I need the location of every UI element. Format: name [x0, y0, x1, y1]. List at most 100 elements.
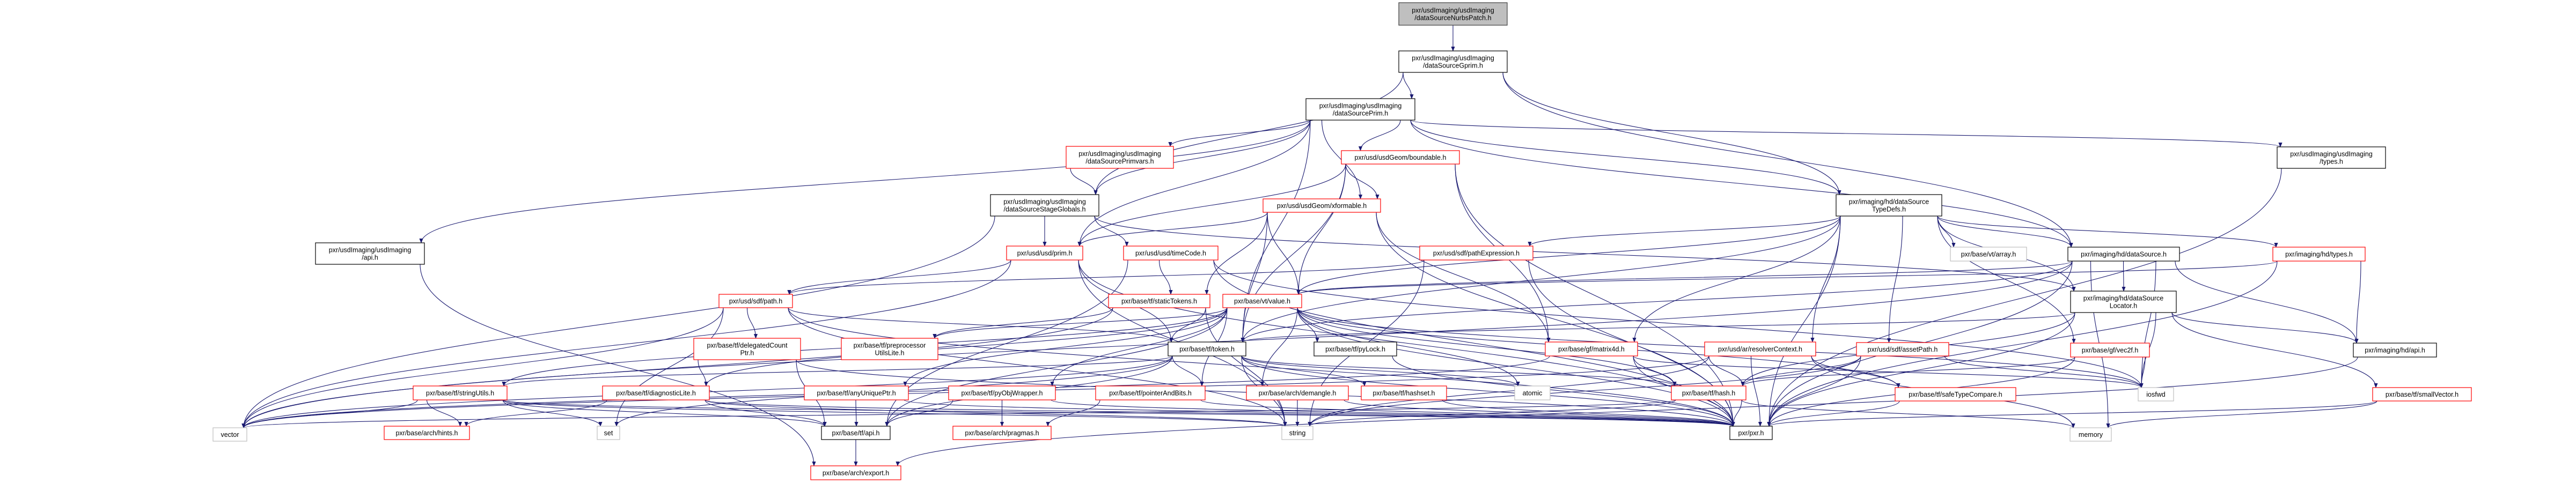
node-pragmas[interactable]: pxr/base/arch/pragmas.h	[952, 426, 1052, 440]
edge-typedefs-to-vec2f	[1937, 216, 2076, 344]
node-sdfpath[interactable]: pxr/usd/sdf/path.h	[718, 294, 793, 308]
node-box	[2277, 146, 2386, 169]
edge-vtvalue-to-anyunique	[903, 307, 1228, 387]
edge-gprim-to-stageglobals	[1093, 72, 1404, 195]
node-smallvec[interactable]: pxr/base/tf/smallVector.h	[2372, 387, 2472, 402]
node-matrix[interactable]: pxr/base/gf/matrix4d.h	[1545, 341, 1638, 356]
node-box	[1341, 150, 1460, 165]
node-gprim[interactable]: pxr/usdImaging/usdImaging/dataSourceGpri…	[1398, 50, 1508, 73]
node-memory[interactable]: memory	[2069, 427, 2112, 442]
node-label: pxr/base/tf/api.h	[832, 429, 880, 437]
node-vtvalue[interactable]: pxr/base/vt/value.h	[1222, 294, 1302, 308]
edge-typedefs-to-pathexpr	[1528, 216, 1841, 247]
edge-assetpath-to-iosfwd	[1944, 355, 2144, 388]
node-atomic[interactable]: atomic	[1514, 385, 1551, 400]
node-label: pxr/base/vt/value.h	[1234, 298, 1290, 305]
edge-prim-to-stageglobals	[1093, 120, 1311, 195]
node-label: pxr/pxr.h	[1738, 429, 1764, 437]
node-ptrbits[interactable]: pxr/base/tf/pointerAndBits.h	[1095, 385, 1206, 400]
edge-hashset-to-pxr	[1442, 399, 1735, 427]
node-hdapi[interactable]: pxr/imaging/hd/api.h	[2353, 343, 2437, 358]
edge-ptrbits-to-pxr	[1200, 399, 1735, 427]
node-uitypes[interactable]: pxr/usdImaging/usdImaging/types.h	[2277, 146, 2386, 169]
edge-diaglite-to-hints	[464, 399, 607, 427]
node-box	[952, 426, 1052, 440]
node-safetype[interactable]: pxr/base/tf/safeTypeCompare.h	[1895, 387, 2016, 402]
edge-assetpath-to-hash	[1741, 355, 1861, 387]
node-vec2f[interactable]: pxr/base/gf/vec2f.h	[2070, 343, 2150, 358]
node-string[interactable]: string	[1281, 426, 1313, 440]
edge-diaglite-to-string	[704, 399, 1287, 427]
node-vector[interactable]: vector	[212, 427, 247, 442]
node-primvars[interactable]: pxr/usdImaging/usdImaging/dataSourcePrim…	[1066, 146, 1174, 169]
node-stageglobals[interactable]: pxr/usdImaging/usdImaging/dataSourceStag…	[990, 194, 1099, 217]
node-token[interactable]: pxr/base/tf/token.h	[1168, 341, 1246, 356]
node-uiapi[interactable]: pxr/usdImaging/usdImaging/api.h	[315, 242, 425, 265]
node-prim_h[interactable]: pxr/usd/usd/prim.h	[1006, 246, 1083, 261]
node-label: pxr/base/arch/pragmas.h	[965, 429, 1039, 437]
edge-token-to-atomic	[1241, 355, 1520, 387]
node-prim[interactable]: pxr/usdImaging/usdImaging/dataSourcePrim…	[1305, 98, 1415, 121]
edge-pylock-to-pxr	[1392, 355, 1735, 427]
node-pylock[interactable]: pxr/base/tf/pyLock.h	[1313, 341, 1397, 356]
edge-typedefs-to-hdtypes	[1937, 216, 2278, 248]
node-box	[693, 338, 801, 360]
node-hash[interactable]: pxr/base/tf/hash.h	[1671, 385, 1746, 400]
node-label: Locator.h	[2110, 302, 2137, 310]
node-box	[1006, 246, 1083, 261]
node-tfapi[interactable]: pxr/base/tf/api.h	[821, 426, 891, 440]
edge-prim-to-boundable	[1358, 120, 1401, 151]
node-assetpath[interactable]: pxr/usd/sdf/assetPath.h	[1856, 342, 1949, 356]
node-boundable[interactable]: pxr/usd/usdGeom/boundable.h	[1341, 150, 1460, 165]
edge-vtvalue-to-pxr	[1297, 307, 1735, 427]
node-box	[841, 338, 938, 360]
node-hints[interactable]: pxr/base/arch/hints.h	[384, 426, 470, 440]
node-hdtypes[interactable]: pxr/imaging/hd/types.h	[2272, 247, 2366, 262]
node-timecode[interactable]: pxr/usd/usd/timeCode.h	[1123, 246, 1219, 261]
node-label: pxr/base/tf/hash.h	[1682, 390, 1735, 397]
node-label: pxr/base/tf/smallVector.h	[2386, 391, 2458, 398]
node-diaglite[interactable]: pxr/base/tf/diagnosticLite.h	[602, 385, 710, 400]
node-export[interactable]: pxr/base/arch/export.h	[810, 465, 901, 480]
node-box	[2272, 247, 2366, 262]
node-xformable[interactable]: pxr/usd/usdGeom/xformable.h	[1263, 198, 1381, 213]
edge-resolver-to-safetype	[1811, 355, 1900, 388]
node-resolver[interactable]: pxr/usd/ar/resolverContext.h	[1704, 341, 1816, 356]
node-label: pxr/usd/sdf/assetPath.h	[1868, 346, 1938, 353]
node-box	[1545, 341, 1638, 356]
edge-gprim-to-typedefs	[1502, 72, 1841, 195]
node-box	[1836, 194, 1942, 217]
node-nurbs[interactable]: pxr/usdImaging/usdImaging/dataSourceNurb…	[1398, 2, 1508, 26]
node-box	[1895, 387, 2016, 402]
node-demangle[interactable]: pxr/base/arch/demangle.h	[1246, 385, 1349, 400]
edge-hdds-to-vtvalue	[1296, 261, 2073, 295]
node-box	[1729, 426, 1773, 440]
node-set[interactable]: set	[597, 426, 620, 440]
node-label: /types.h	[2320, 158, 2343, 166]
edge-boundable-to-xformable	[1345, 164, 1379, 199]
node-iosfwd[interactable]: iosfwd	[2138, 387, 2174, 402]
edge-prim-to-uitypes	[1410, 120, 2283, 147]
node-label: pxr/base/tf/delegatedCount	[707, 342, 788, 350]
node-stringutils[interactable]: pxr/base/tf/stringUtils.h	[413, 385, 508, 400]
edge-resolver-to-string	[1308, 355, 1709, 427]
node-pathexpr[interactable]: pxr/usd/sdf/pathExpression.h	[1419, 246, 1533, 261]
node-statictokens[interactable]: pxr/base/tf/staticTokens.h	[1108, 294, 1210, 308]
edge-stringutils-to-tfapi	[502, 399, 827, 427]
edge-xformable-to-matrix	[1376, 212, 1551, 343]
node-pxr[interactable]: pxr/pxr.h	[1729, 426, 1773, 440]
node-label: pxr/base/tf/token.h	[1179, 346, 1235, 353]
node-anyunique[interactable]: pxr/base/tf/anyUniquePtr.h	[804, 385, 909, 400]
node-hashset[interactable]: pxr/base/tf/hashset.h	[1361, 385, 1447, 400]
node-pyobj[interactable]: pxr/base/tf/pyObjWrapper.h	[948, 385, 1056, 400]
edge-stageglobals-to-vector	[241, 216, 995, 428]
node-vtarray[interactable]: pxr/base/vt/array.h	[1950, 247, 2027, 262]
node-label: Ptr.h	[740, 350, 754, 357]
node-box	[1398, 50, 1508, 73]
node-hdds[interactable]: pxr/imaging/hd/dataSource.h	[2067, 247, 2180, 262]
